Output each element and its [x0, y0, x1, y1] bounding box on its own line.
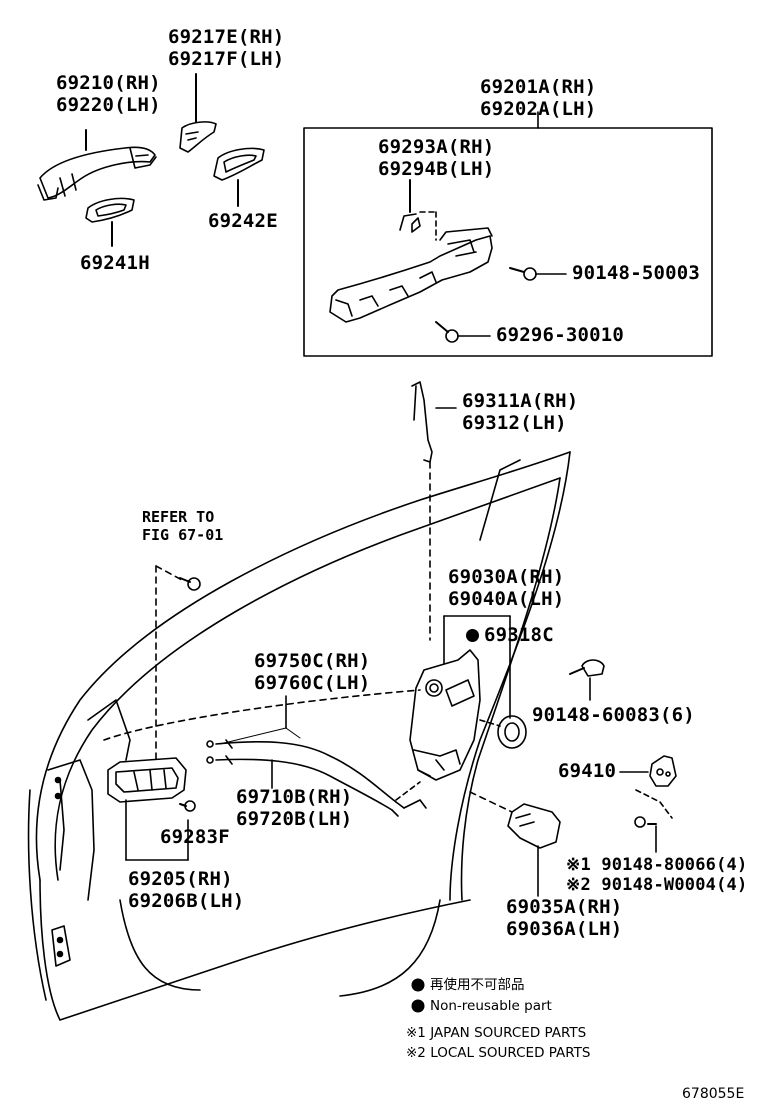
outside-handle-drawing: [38, 130, 156, 200]
legend-note-local: ※2 LOCAL SOURCED PARTS: [406, 1045, 591, 1061]
handle-cap-drawing: [180, 74, 216, 152]
part-number: 69410: [558, 760, 617, 782]
part-number-lh: 69202A(LH): [480, 98, 597, 120]
part-number-rh: 69217E(RH): [168, 26, 285, 48]
door-lock-drawing: [410, 616, 604, 780]
part-number: 69241H: [80, 252, 150, 274]
part-label-69710[interactable]: 69710B(RH) 69720B(LH): [236, 786, 352, 830]
part-label-69410[interactable]: 69410: [558, 760, 616, 782]
part-number: 90148-60083(6): [532, 704, 695, 726]
part-label-69201[interactable]: 69201A(RH) 69202A(LH): [480, 76, 596, 120]
part-number-lh: 69294B(LH): [378, 158, 495, 180]
part-label-69750[interactable]: 69750C(RH) 69760C(LH): [254, 650, 370, 694]
part-label-69241[interactable]: 69241H: [80, 252, 150, 274]
striker-drawing: [620, 756, 676, 852]
cables-drawing: [207, 696, 426, 816]
inside-handle-drawing: [108, 566, 188, 860]
part-label-69311[interactable]: 69311A(RH) 69312(LH): [462, 390, 578, 434]
part-number: 69283F: [160, 826, 230, 848]
diagram-id: 678055E: [682, 1086, 745, 1102]
screw-69283f: [180, 801, 195, 811]
lock-rod-drawing: [412, 382, 456, 640]
part-number-rh: 69311A(RH): [462, 390, 579, 412]
part-number-rh: 69750C(RH): [254, 650, 371, 672]
screw-90148-50003: [510, 268, 566, 280]
refer-to-fig[interactable]: REFER TO FIG 67-01: [142, 508, 223, 544]
part-label-69217[interactable]: 69217E(RH) 69217F(LH): [168, 26, 284, 70]
screw-69296: [436, 322, 490, 342]
part-label-69030[interactable]: 69030A(RH) 69040A(LH): [448, 566, 564, 610]
part-label-90148-50003[interactable]: 90148-50003: [572, 262, 700, 284]
part-label-69293[interactable]: 69293A(RH) 69294B(LH): [378, 136, 494, 180]
legend-note-japan: ※1 JAPAN SOURCED PARTS: [406, 1025, 587, 1041]
part-label-69296[interactable]: 69296-30010: [496, 324, 624, 346]
gasket-rear-drawing: [214, 148, 264, 206]
part-label-90148-80066[interactable]: ※1 90148-80066(4): [566, 854, 747, 876]
refer-screw: [180, 578, 200, 590]
lock-cover-drawing: [470, 792, 560, 896]
part-number-lh: 69217F(LH): [168, 48, 285, 70]
part-number: 90148-50003: [572, 262, 701, 284]
part-number-lh: 69040A(LH): [448, 588, 565, 610]
part-number: ※1 90148-80066(4): [566, 855, 748, 875]
legend-nonreusable-jp: 再使用不可部品: [430, 977, 525, 993]
part-number-rh: 69201A(RH): [480, 76, 597, 98]
part-label-69318[interactable]: 69318C: [466, 624, 554, 646]
part-label-69283[interactable]: 69283F: [160, 826, 230, 848]
legend-nonreusable-en: Non-reusable part: [430, 998, 552, 1014]
part-number-rh: 69205(RH): [128, 868, 233, 890]
refer-line1: REFER TO: [142, 508, 215, 526]
part-number-rh: 69210(RH): [56, 72, 161, 94]
part-number-lh: 69312(LH): [462, 412, 567, 434]
part-label-69035[interactable]: 69035A(RH) 69036A(LH): [506, 896, 622, 940]
part-number: 69242E: [208, 210, 278, 232]
legend-dot-en: [411, 999, 425, 1013]
part-number-rh: 69293A(RH): [378, 136, 495, 158]
part-label-69205[interactable]: 69205(RH) 69206B(LH): [128, 868, 244, 912]
handle-frame-drawing: [330, 180, 492, 322]
part-number: 69318C: [484, 624, 554, 646]
part-label-90148-w0004[interactable]: ※2 90148-W0004(4): [566, 874, 747, 896]
part-number-lh: 69760C(LH): [254, 672, 371, 694]
refer-line2: FIG 67-01: [142, 526, 224, 544]
part-number-lh: 69036A(LH): [506, 918, 623, 940]
part-label-90148-60083[interactable]: 90148-60083(6): [532, 704, 695, 726]
part-number-lh: 69220(LH): [56, 94, 161, 116]
part-number-lh: 69720B(LH): [236, 808, 353, 830]
part-label-69210[interactable]: 69210(RH) 69220(LH): [56, 72, 161, 116]
part-number: 69296-30010: [496, 324, 625, 346]
gasket-front-drawing: [86, 198, 134, 246]
legend-dot-jp: [411, 978, 425, 992]
part-number-lh: 69206B(LH): [128, 890, 245, 912]
non-reusable-dot: [466, 629, 479, 642]
part-number-rh: 69710B(RH): [236, 786, 353, 808]
part-number-rh: 69035A(RH): [506, 896, 623, 918]
frame-box: [304, 112, 712, 356]
part-number-rh: 69030A(RH): [448, 566, 565, 588]
part-number: ※2 90148-W0004(4): [566, 875, 748, 895]
door-panel-drawing: [29, 452, 570, 1020]
part-label-69242[interactable]: 69242E: [208, 210, 278, 232]
